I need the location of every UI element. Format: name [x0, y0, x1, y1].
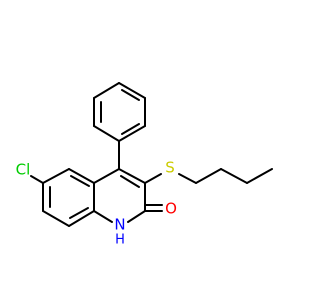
- bond: [93, 82, 120, 99]
- chlorine-atom-label: Cl: [16, 161, 31, 179]
- bond: [246, 168, 273, 184]
- bond-double: [69, 207, 89, 219]
- molecule-structure-diagram: Cl S O N H: [16, 82, 273, 248]
- bond: [178, 173, 197, 184]
- bond-double: [120, 175, 140, 188]
- bond-double: [70, 175, 90, 187]
- bond: [68, 210, 95, 227]
- bond: [30, 175, 44, 184]
- bond: [118, 168, 146, 184]
- bond-double: [121, 89, 140, 101]
- bond: [195, 168, 222, 184]
- butyl-chain: [178, 168, 273, 184]
- bond: [118, 125, 146, 142]
- sulfur-atom-label: S: [165, 159, 175, 177]
- bond: [42, 168, 70, 184]
- oxygen-atom-label: O: [165, 200, 177, 218]
- bond: [93, 168, 120, 184]
- bond: [127, 210, 146, 223]
- benzo-ring: [42, 168, 95, 227]
- bond-double: [121, 123, 140, 135]
- bond: [144, 173, 162, 184]
- bond: [118, 82, 146, 99]
- bond: [42, 210, 70, 227]
- bond: [93, 125, 120, 142]
- nitrogen-atom-label: N: [114, 216, 125, 234]
- bond: [68, 168, 95, 184]
- bond: [93, 210, 113, 223]
- bond: [220, 168, 248, 184]
- pyridinone-ring: [93, 168, 146, 223]
- phenyl-ring: [93, 82, 146, 142]
- hydrogen-atom-label: H: [115, 233, 125, 248]
